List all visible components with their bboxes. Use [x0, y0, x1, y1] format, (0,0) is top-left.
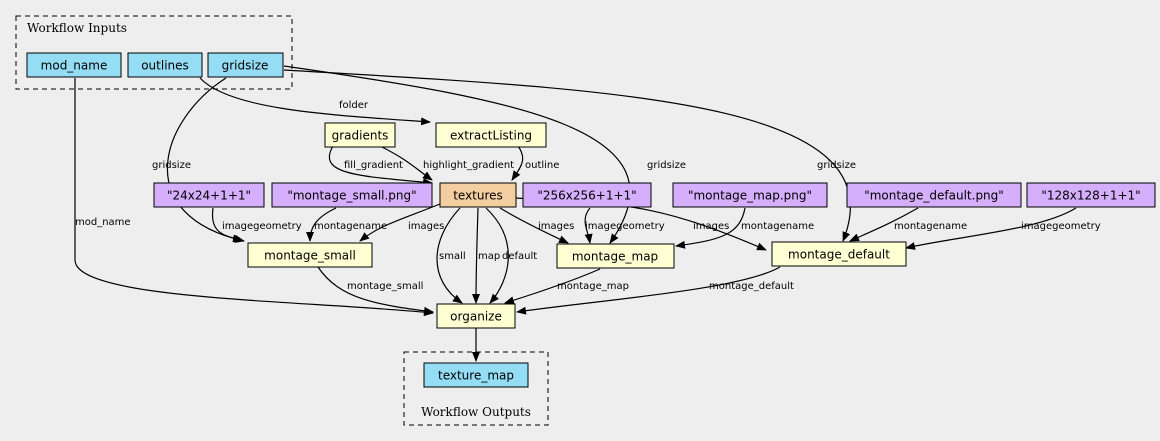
workflow-outputs-label: Workflow Outputs [421, 405, 531, 419]
edge-label-gridsize-map: gridsize [647, 160, 686, 171]
edge-label-map: map [478, 251, 500, 262]
edge-label-montagename-default: montagename [894, 221, 967, 232]
edge-gridsize-montage-map: gridsize [283, 65, 686, 244]
edge-montagedefault-organize: montage_default [516, 266, 794, 315]
edge-label-montagename-small: montagename [314, 221, 387, 232]
edge-extractlisting-textures: outline [511, 145, 559, 181]
node-gradients-label: gradients [332, 129, 389, 143]
edge-label-folder: folder [339, 100, 369, 111]
edge-textures-montage-small: images [359, 203, 444, 242]
edge-label-montage-map: montage_map [557, 281, 629, 292]
node-const-montage-small-png-label: "montage_small.png" [287, 189, 416, 203]
node-montage-small[interactable]: montage_small [247, 242, 373, 268]
node-montage-map[interactable]: montage_map [556, 243, 675, 269]
node-const-24x24-label: "24x24+1+1" [167, 189, 251, 203]
node-texture-map[interactable]: texture_map [423, 362, 529, 388]
edge-label-imagegeometry-map: imagegeometry [585, 221, 665, 232]
edge-textures-montage-map: images [499, 207, 574, 244]
edge-label-small: small [439, 251, 466, 262]
edge-128x128-montage-default: imagegeometry [905, 207, 1101, 250]
node-const-montage-small-png[interactable]: "montage_small.png" [271, 182, 433, 208]
node-const-128x128-label: "128x128+1+1" [1041, 189, 1140, 203]
edge-label-default: default [502, 251, 537, 262]
node-const-256x256[interactable]: "256x256+1+1" [522, 182, 652, 208]
node-const-montage-default-png-label: "montage_default.png" [864, 189, 1004, 203]
edge-label-imagegeometry-small: imagegeometry [222, 221, 302, 232]
node-mod-name[interactable]: mod_name [26, 52, 122, 78]
edge-gridsize-montage-small: gridsize [152, 77, 245, 243]
edge-label-gridsize-small: gridsize [152, 160, 191, 171]
edge-montagesmallpng-montage-small: montagename [306, 207, 387, 242]
node-extractlisting-label: extractListing [450, 129, 532, 143]
edge-montagesmall-organize: montage_small [317, 266, 434, 315]
edge-textures-organize-small: small [436, 207, 466, 304]
edge-label-montagename-map: montagename [741, 221, 814, 232]
node-montage-default[interactable]: montage_default [771, 241, 907, 267]
node-mod-name-label: mod_name [41, 59, 108, 73]
edge-label-fill-gradient: fill_gradient [344, 160, 403, 171]
edge-montagemappng-montage-map: montagename [675, 207, 814, 249]
edge-label-images-map: images [538, 221, 574, 232]
node-gridsize-label: gridsize [222, 59, 269, 73]
workflow-inputs-cluster: Workflow Inputs [15, 15, 293, 90]
node-montage-default-label: montage_default [788, 248, 890, 262]
node-montage-small-label: montage_small [264, 249, 356, 263]
node-const-256x256-label: "256x256+1+1" [537, 189, 636, 203]
edge-textures-organize-default: default [485, 207, 537, 304]
node-const-montage-map-png-label: "montage_map.png" [688, 189, 812, 203]
edge-label-montage-small: montage_small [347, 281, 423, 292]
edge-outlines-extractlisting: folder [199, 77, 431, 126]
node-texture-map-label: texture_map [438, 369, 514, 383]
edge-label-mod-name: mod_name [75, 217, 131, 228]
workflow-inputs-label: Workflow Inputs [27, 21, 127, 35]
edge-gridsize-montage-default: gridsize [283, 69, 856, 242]
edge-montagedefaultpng-montage-default: montagename [849, 207, 967, 242]
node-outlines-label: outlines [141, 59, 189, 73]
node-montage-map-label: montage_map [572, 250, 658, 264]
edge-gradients-textures-fill: fill_gradient [328, 145, 433, 187]
node-const-montage-default-png[interactable]: "montage_default.png" [846, 182, 1022, 208]
edge-label-imagegeometry-default: imagegeometry [1021, 221, 1101, 232]
edge-24x24-montage-small: imagegeometry [211, 207, 302, 243]
node-const-128x128[interactable]: "128x128+1+1" [1026, 182, 1156, 208]
node-extractlisting[interactable]: extractListing [435, 122, 547, 148]
edge-montagemap-organize: montage_map [504, 268, 629, 305]
edge-label-gridsize-default: gridsize [817, 160, 856, 171]
node-outlines[interactable]: outlines [127, 52, 203, 78]
edge-label-highlight-gradient: highlight_gradient [423, 160, 514, 171]
edge-textures-organize-map: map [472, 207, 500, 304]
node-organize-label: organize [450, 310, 502, 324]
edge-label-images-small: images [408, 221, 444, 232]
edge-modname-organize: mod_name [74, 78, 434, 317]
edge-256x256-montage-map: imagegeometry [584, 207, 665, 244]
node-organize[interactable]: organize [436, 303, 516, 329]
edge-gradients-textures-highlight: highlight_gradient [379, 145, 514, 181]
node-gradients[interactable]: gradients [324, 122, 396, 148]
edge-label-outline: outline [525, 160, 559, 171]
node-gridsize[interactable]: gridsize [207, 52, 284, 78]
edge-label-montage-default: montage_default [709, 281, 794, 292]
node-const-24x24[interactable]: "24x24+1+1" [153, 182, 265, 208]
edge-label-images-default: images [693, 221, 729, 232]
node-const-montage-map-png[interactable]: "montage_map.png" [672, 182, 828, 208]
node-textures-label: textures [453, 189, 503, 203]
node-textures[interactable]: textures [439, 182, 517, 208]
